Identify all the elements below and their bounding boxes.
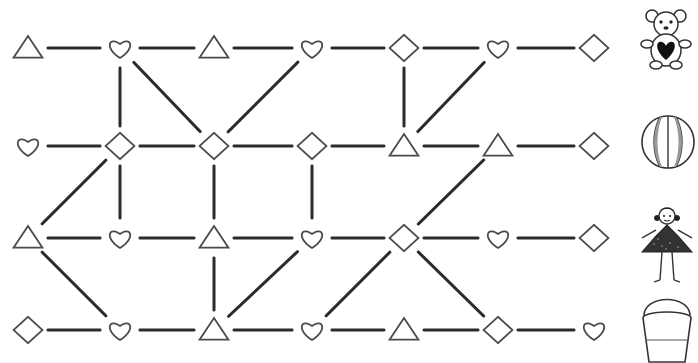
diamond-icon <box>200 133 229 159</box>
teddy-bear-icon <box>640 8 692 70</box>
heart-icon <box>488 41 508 58</box>
bucket-icon <box>636 292 698 363</box>
triangle-icon <box>390 318 419 340</box>
diamond-icon <box>298 133 327 159</box>
edge-r1c5-r2c4 <box>418 160 483 224</box>
diamond-icon <box>390 35 419 61</box>
edge-r0c3-r1c2 <box>228 62 298 132</box>
edge-r0c5-r1c4 <box>418 62 484 131</box>
heart-icon <box>18 139 38 156</box>
triangle-icon <box>484 134 513 156</box>
heart-icon <box>302 323 322 340</box>
beach-ball-icon <box>640 114 696 170</box>
triangle-icon <box>200 226 229 248</box>
edge-r2c4-r3c5 <box>418 252 483 316</box>
heart-icon <box>110 323 130 340</box>
doll-icon <box>636 206 698 296</box>
heart-icon <box>584 323 604 340</box>
diamond-icon <box>106 133 135 159</box>
diamond-icon <box>484 317 513 343</box>
triangle-icon <box>200 36 229 58</box>
heart-icon <box>110 41 130 58</box>
edge-r0c1-r1c2 <box>134 62 200 131</box>
heart-icon <box>302 231 322 248</box>
diamond-icon <box>14 317 43 343</box>
diamond-icon <box>580 35 609 61</box>
heart-icon <box>488 231 508 248</box>
edge-r1c1-r2c0 <box>42 160 106 224</box>
heart-icon <box>302 41 322 58</box>
diamond-icon <box>580 225 609 251</box>
triangle-icon <box>14 36 43 58</box>
diamond-icon <box>580 133 609 159</box>
edge-r2c0-r3c1 <box>42 252 106 316</box>
triangle-icon <box>14 226 43 248</box>
heart-icon <box>110 231 130 248</box>
triangle-icon <box>200 318 229 340</box>
edge-layer <box>42 48 574 330</box>
diamond-icon <box>390 225 419 251</box>
edge-r2c4-r3c3 <box>326 252 390 316</box>
edge-r2c3-r3c2 <box>229 252 298 317</box>
triangle-icon <box>390 134 419 156</box>
